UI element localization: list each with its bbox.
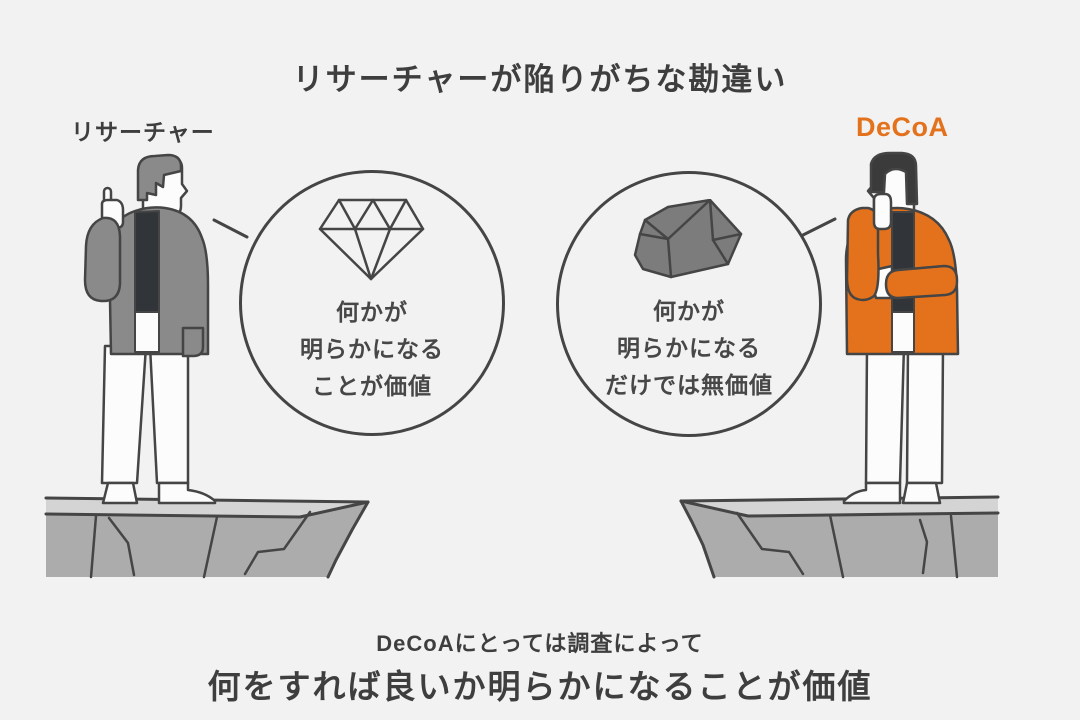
page-title: リサーチャーが陥りがちな勘違い	[292, 62, 788, 97]
bubble-text-line: だけでは無価値	[605, 372, 773, 398]
decoa-illustration	[842, 151, 960, 505]
right-cliff-illustration	[679, 495, 1000, 579]
bubble-text-line: ことが価値	[312, 373, 432, 399]
researcher-speech-bubble: 何かが 明らかになる ことが価値	[239, 170, 505, 436]
diamond-icon	[318, 198, 425, 281]
footer-main-text: 何をすれば良いか明らかになることが価値	[207, 668, 873, 705]
decoa-speech-bubble: 何かが 明らかになる だけでは無価値	[556, 171, 822, 437]
bubble-text-line: 明らかになる	[617, 335, 761, 361]
right-bubble-tail	[799, 217, 837, 238]
bubble-text-line: 何かが	[336, 299, 408, 325]
decoa-label: DeCoA	[856, 112, 949, 142]
bubble-text-line: 明らかになる	[300, 336, 444, 362]
footer-lead-text: DeCoAにとっては調査によって	[376, 631, 704, 656]
researcher-label: リサーチャー	[71, 119, 215, 145]
decoa-bubble-text: 何かが 明らかになる だけでは無価値	[605, 293, 773, 404]
researcher-illustration	[83, 153, 217, 505]
rock-icon	[633, 199, 743, 279]
researcher-bubble-text: 何かが 明らかになる ことが価値	[300, 294, 444, 405]
left-bubble-tail	[212, 218, 249, 239]
bubble-text-line: 何かが	[653, 298, 725, 324]
left-cliff-illustration	[44, 496, 370, 579]
